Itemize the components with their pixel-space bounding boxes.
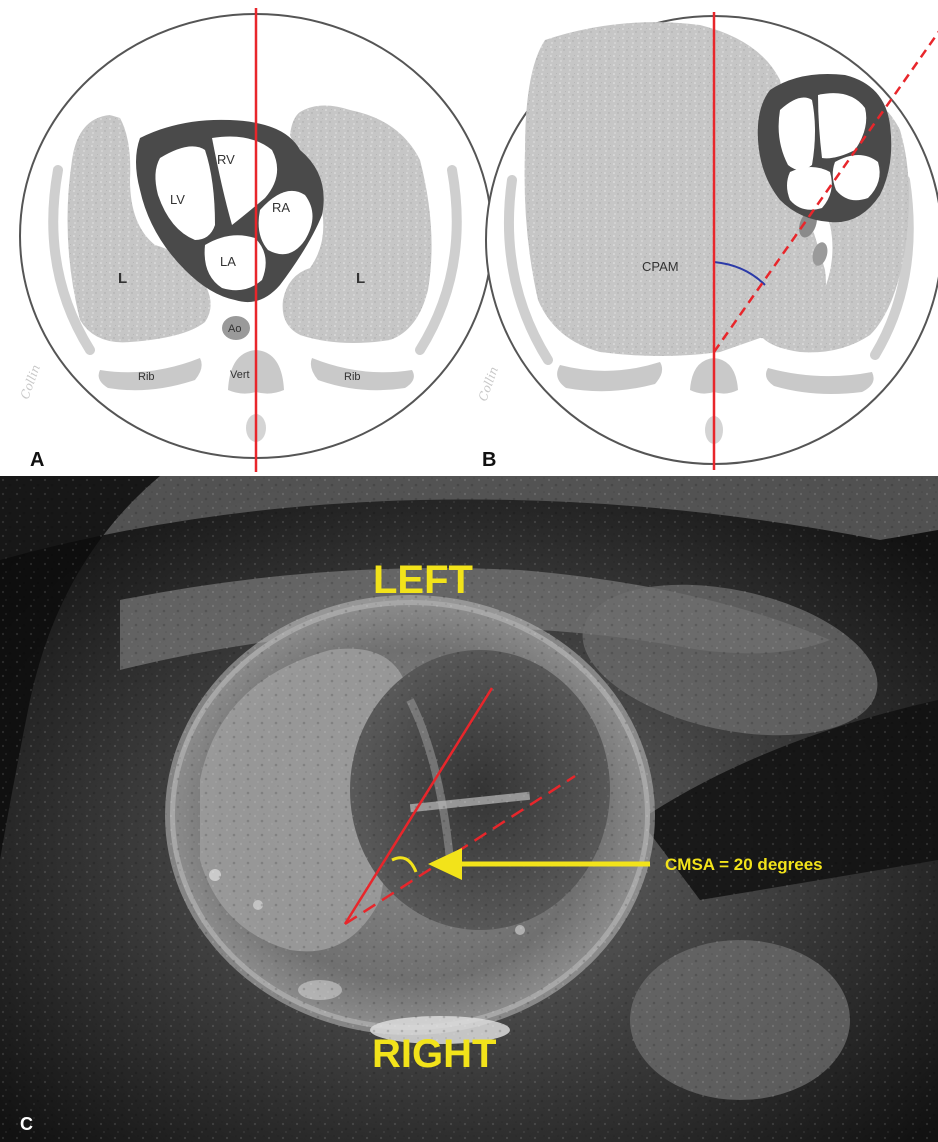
label-lung-left: L — [118, 270, 127, 287]
panel-a: RV LV RA LA L L Ao Vert Rib Rib Collin A — [18, 8, 492, 472]
label-lv: LV — [170, 192, 185, 207]
artist-signature-a: Collin — [18, 363, 43, 401]
panel-letter-c: C — [20, 1114, 33, 1134]
label-lung-right: L — [356, 270, 365, 287]
panel-letter-b: B — [482, 449, 496, 471]
la-chamber — [787, 167, 832, 210]
panel-c: CMSA = 20 degrees LEFT RIGHT C — [0, 476, 938, 1142]
label-la: LA — [220, 254, 236, 269]
label-vert: Vert — [230, 369, 250, 381]
label-rib-left: Rib — [138, 371, 155, 383]
label-left: LEFT — [373, 558, 473, 602]
artist-signature-b: Collin — [476, 365, 501, 403]
label-rv: RV — [217, 152, 235, 167]
label-rib-right: Rib — [344, 371, 361, 383]
label-cpam: CPAM — [642, 259, 679, 274]
label-cmsa: CMSA = 20 degrees — [665, 855, 823, 874]
panel-letter-a: A — [30, 449, 44, 471]
panel-b: Collin CPAM B — [476, 12, 938, 471]
label-ra: RA — [272, 200, 290, 215]
label-right: RIGHT — [372, 1032, 496, 1076]
label-ao: Ao — [228, 323, 241, 335]
